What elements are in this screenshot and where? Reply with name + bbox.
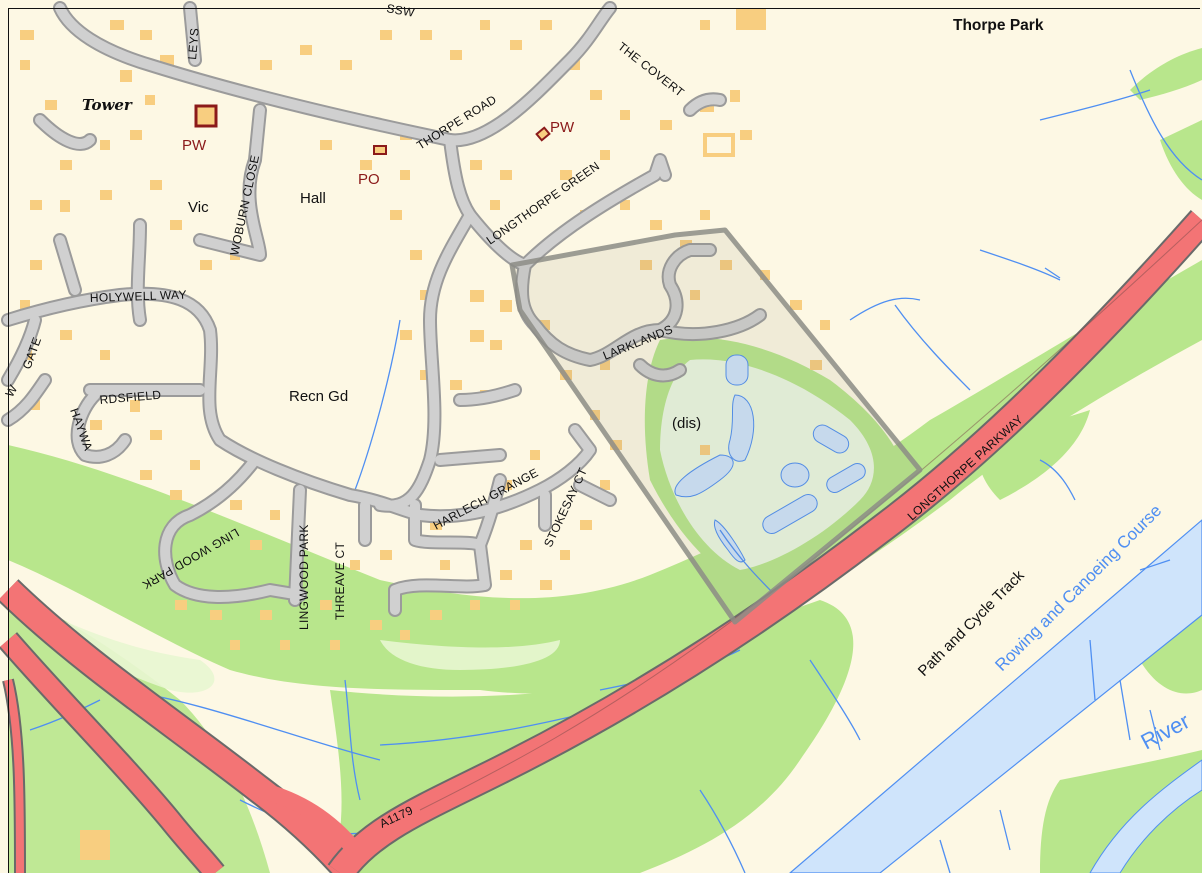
buildings [20, 8, 830, 860]
poi-label-pw-right: PW [550, 119, 575, 136]
river-channel [1089, 759, 1202, 873]
a-road-longthorpe-parkway[interactable] [0, 210, 1202, 873]
poi-label-po: PO [358, 171, 380, 188]
pw-marker-left [194, 104, 218, 128]
scrub-areas [20, 359, 874, 693]
place-label-recn-gd: Recn Gd [289, 388, 348, 405]
road-label-top-fragment: SSW [385, 1, 416, 20]
road-label-holywell-way: HOLYWELL WAY [90, 288, 187, 305]
road-label-leys: LEYS [185, 27, 202, 60]
site-boundary[interactable] [509, 227, 923, 625]
place-label-dis: (dis) [672, 415, 701, 432]
po-marker [373, 145, 387, 155]
place-label-hall: Hall [300, 190, 326, 207]
lakes [674, 354, 866, 563]
poi-label-pw-left: PW [182, 137, 207, 154]
place-label-thorpe-park: Thorpe Park [953, 17, 1044, 34]
road-label-lingwood-park-2: LINGWOOD PARK [297, 524, 311, 630]
place-label-vic: Vic [188, 199, 209, 216]
road-label-rdsfield: RDSFIELD [99, 388, 162, 407]
place-label-tower: Tower [82, 96, 133, 114]
rowing-course [789, 519, 1202, 873]
pw-marker-right [535, 126, 551, 142]
minor-roads [1, 1, 767, 617]
road-label-threave-ct: THREAVE CT [333, 542, 347, 620]
